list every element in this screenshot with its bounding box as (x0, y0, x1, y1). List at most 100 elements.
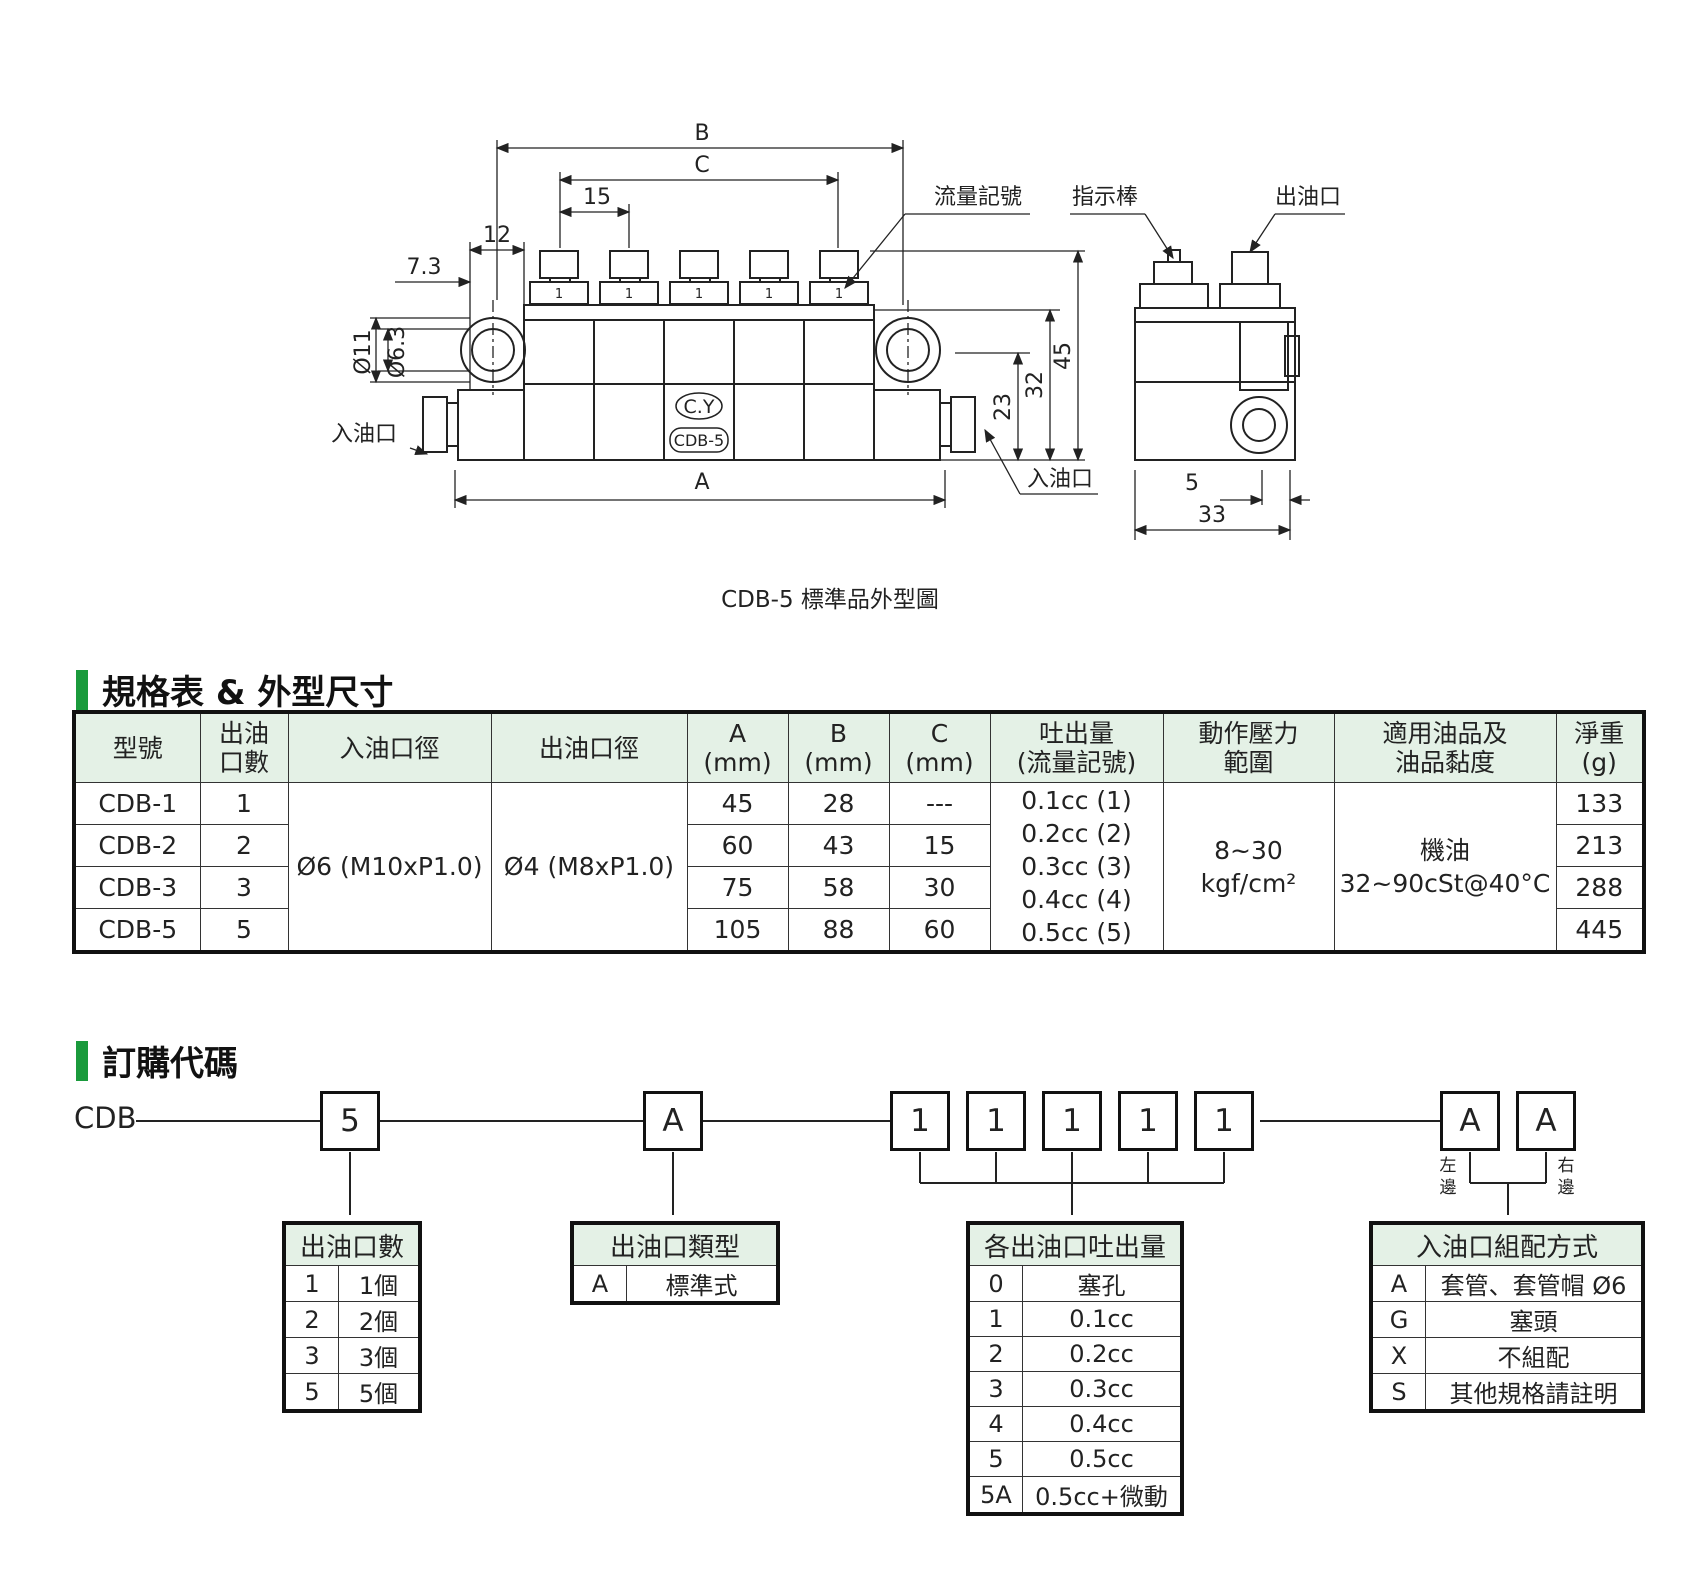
inlet-table-title: 入油口組配方式 (1370, 1222, 1644, 1266)
cell-weight: 288 (1555, 866, 1645, 909)
table-row: CDB-2 2 60 43 15 213 (73, 824, 1645, 867)
dim-label-15: 15 (583, 185, 611, 210)
cell-weight: 133 (1555, 782, 1645, 825)
cell-B: 88 (787, 908, 890, 953)
side-view (1134, 249, 1300, 461)
header-outlets: 出油口數 (199, 711, 289, 783)
cell-A: 75 (686, 866, 789, 909)
cell-outlets: 2 (199, 824, 289, 867)
outlet-fittings (529, 250, 869, 305)
cell-oil: 機油 32~90cSt@40°C (1333, 782, 1557, 953)
section-marker (76, 1040, 88, 1081)
cell-A: 45 (686, 782, 789, 825)
port-number-label: 1 (835, 287, 843, 302)
code-inlet-left-box: A (1440, 1091, 1500, 1151)
flow-mark-label: 流量記號 (934, 185, 1022, 210)
header-B: B(mm) (787, 711, 890, 783)
code-type-box: A (643, 1091, 703, 1151)
header-pressure: 動作壓力範圍 (1162, 711, 1335, 783)
dim-label-12: 12 (483, 223, 511, 248)
cell-A: 105 (686, 908, 789, 953)
cell-B: 58 (787, 866, 890, 909)
dim-label-A: A (694, 470, 709, 495)
code-flow-box: 1 (1118, 1091, 1178, 1151)
spec-table: 型號 出油口數 入油口徑 出油口徑 A(mm) B(mm) C(mm) 吐出量(… (72, 710, 1646, 954)
dim-label-5: 5 (1185, 471, 1199, 496)
cell-model: CDB-5 (73, 908, 201, 953)
flow-table-title: 各出油口吐出量 (967, 1222, 1183, 1266)
code-flow-box: 1 (1194, 1091, 1254, 1151)
dim-label-23: 23 (991, 393, 1016, 421)
order-prefix: CDB (74, 1101, 137, 1135)
spec-section-title: 規格表 & 外型尺寸 (76, 665, 393, 714)
inlet-label-left: 入油口 (331, 422, 397, 447)
dim-label-7-3: 7.3 (407, 255, 442, 280)
dim-label-45: 45 (1051, 342, 1076, 370)
cell-B: 28 (787, 782, 890, 825)
port-number-labels: 1 1 1 1 1 (555, 287, 843, 302)
cell-inlet-size: Ø6 (M10xP1.0) (287, 782, 492, 953)
cell-outlets: 5 (199, 908, 289, 953)
cell-A: 60 (686, 824, 789, 867)
type-table-title: 出油口類型 (571, 1222, 779, 1266)
dim-label-32: 32 (1023, 371, 1048, 399)
header-inlet-size: 入油口徑 (287, 711, 492, 783)
indicator-label: 指示棒 (1072, 185, 1138, 210)
inlet-label-right: 入油口 (1027, 467, 1093, 492)
left-side-label: 左邊 (1439, 1156, 1457, 1198)
spec-title-text: 規格表 & 外型尺寸 (102, 673, 394, 713)
dim-label-B: B (694, 121, 709, 146)
cell-outlet-size: Ø4 (M8xP1.0) (490, 782, 688, 953)
dim-label-33: 33 (1198, 503, 1226, 528)
code-outlets-box: 5 (320, 1091, 380, 1151)
cell-C: --- (888, 782, 991, 825)
model-label: CDB-5 (674, 431, 724, 450)
section-marker (76, 669, 88, 710)
cell-model: CDB-2 (73, 824, 201, 867)
right-side-label: 右邊 (1557, 1156, 1575, 1198)
code-flow-box: 1 (966, 1091, 1026, 1151)
port-number-label: 1 (695, 287, 703, 302)
code-inlet-right-box: A (1516, 1091, 1576, 1151)
cell-outlets: 1 (199, 782, 289, 825)
cell-C: 30 (888, 866, 991, 909)
cell-weight: 445 (1555, 908, 1645, 953)
dim-label-C: C (694, 153, 709, 178)
order-section-title: 訂購代碼 (76, 1036, 238, 1085)
brand-label: C.Y (684, 396, 715, 418)
table-row: CDB-1 1 Ø6 (M10xP1.0) Ø4 (M8xP1.0) 45 28… (73, 782, 1645, 953)
cell-weight: 213 (1555, 824, 1645, 867)
port-number-label: 1 (765, 287, 773, 302)
order-title-text: 訂購代碼 (102, 1044, 238, 1084)
header-oil: 適用油品及油品黏度 (1333, 711, 1557, 783)
outlet-label: 出油口 (1275, 185, 1341, 210)
cell-B: 43 (787, 824, 890, 867)
header-model: 型號 (73, 711, 201, 783)
cell-pressure: 8~30 kgf/cm² (1162, 782, 1335, 953)
cell-C: 60 (888, 908, 991, 953)
dim-label-d6-3: Ø6.3 (385, 326, 410, 378)
dim-label-d11: Ø11 (351, 329, 376, 374)
spec-header-row: 型號 出油口數 入油口徑 出油口徑 A(mm) B(mm) C(mm) 吐出量(… (73, 711, 1645, 783)
code-flow-box: 1 (1042, 1091, 1102, 1151)
table-row: CDB-3 3 75 58 30 288 (73, 866, 1645, 909)
port-number-label: 1 (625, 287, 633, 302)
